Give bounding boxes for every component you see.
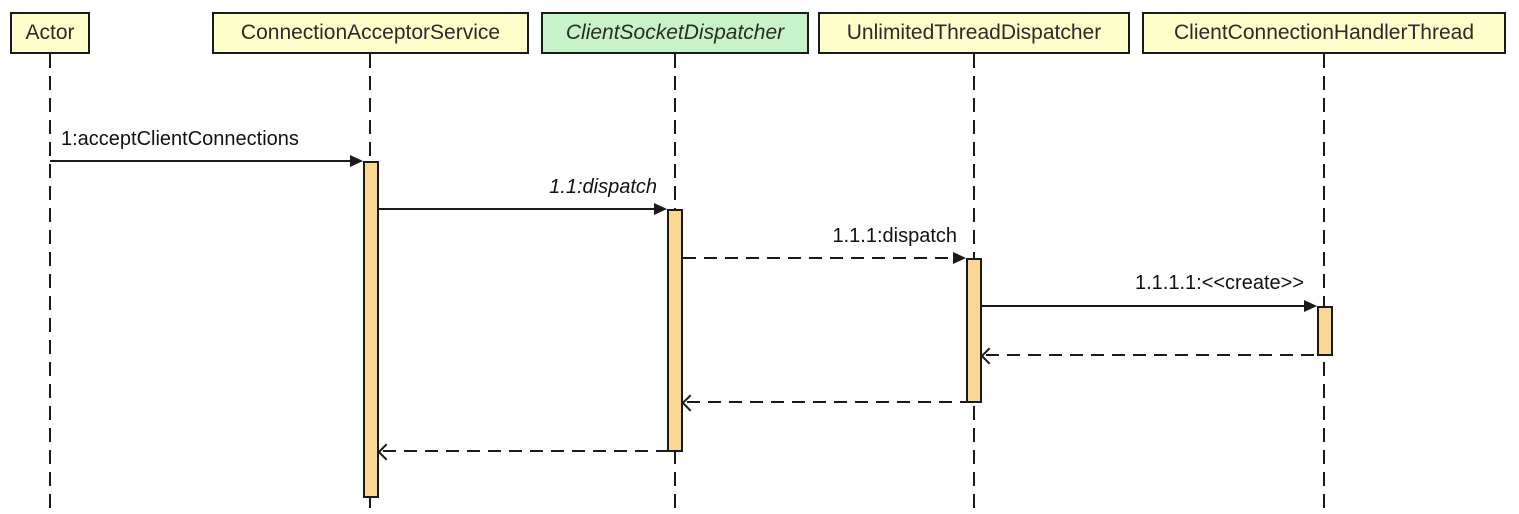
return-1-line <box>986 354 1317 356</box>
participant-label: ClientSocketDispatcher <box>565 21 785 44</box>
message-2-label: 1.1:dispatch <box>549 176 657 198</box>
message-3-label: 1.1.1:dispatch <box>832 225 957 247</box>
activation-bar-client-connection-handler-thread <box>1317 306 1333 356</box>
activation-bar-connection-acceptor-service <box>363 161 379 498</box>
message-1-arrowhead-icon <box>350 155 363 167</box>
message-1-line <box>50 160 351 162</box>
message-3-line <box>683 257 954 259</box>
participant-box-client-connection-handler-thread: ClientConnectionHandlerThread <box>1142 12 1506 54</box>
return-2-arrowhead-icon <box>681 394 699 412</box>
return-1-arrowhead-icon <box>980 347 998 365</box>
message-4-arrowhead-icon <box>1304 300 1317 312</box>
lifeline-client-connection-handler-thread <box>1323 54 1325 514</box>
message-4-line <box>982 305 1305 307</box>
participant-box-client-socket-dispatcher: ClientSocketDispatcher <box>541 12 809 54</box>
return-3-arrowhead-icon <box>377 443 395 461</box>
message-3-arrowhead-icon <box>953 252 966 264</box>
activation-bar-unlimited-thread-dispatcher <box>966 258 982 403</box>
message-2-arrowhead-icon <box>654 203 667 215</box>
participant-label: ConnectionAcceptorService <box>240 21 501 44</box>
participant-box-actor: Actor <box>10 12 90 54</box>
participant-label: ClientConnectionHandlerThread <box>1173 21 1474 44</box>
participant-label: UnlimitedThreadDispatcher <box>846 21 1102 44</box>
participant-box-unlimited-thread-dispatcher: UnlimitedThreadDispatcher <box>818 12 1130 54</box>
message-1-label: 1:acceptClientConnections <box>61 128 299 150</box>
activation-bar-client-socket-dispatcher <box>667 209 683 452</box>
message-2-line <box>379 208 655 210</box>
return-2-line <box>687 401 966 403</box>
lifeline-actor <box>49 54 51 514</box>
return-3-line <box>383 450 667 452</box>
participant-label: Actor <box>25 21 75 44</box>
message-4-label: 1.1.1.1:<<create>> <box>1134 272 1304 294</box>
participant-box-connection-acceptor-service: ConnectionAcceptorService <box>212 12 529 54</box>
